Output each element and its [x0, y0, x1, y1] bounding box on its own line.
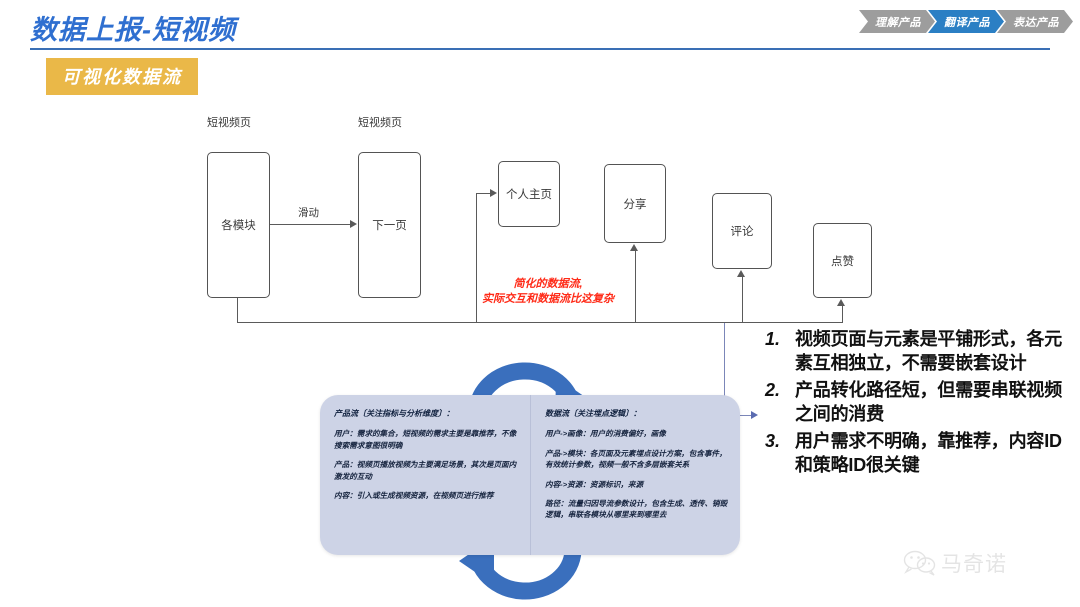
flow-node-share[interactable]: 分享 [604, 164, 666, 243]
nav-chevron-understand[interactable]: 理解产品 [859, 10, 935, 33]
flow-column-label-2: 短视频页 [358, 117, 402, 129]
flow-node-modules-label: 各模块 [221, 220, 256, 232]
flow-arrow-modules-to-next [350, 220, 357, 228]
flow-arrow-profile [490, 189, 497, 197]
flow-arrow-like [837, 299, 845, 306]
flow-bus-line [237, 322, 843, 324]
flow-riser-profile [476, 194, 478, 323]
insight-item-1: 1. 视频页面与元素是平铺形式，各元素互相独立，不需要嵌套设计 [765, 327, 1077, 376]
insight-index-2: 2. [765, 379, 781, 400]
flow-red-annotation-line1: 简化的数据流, [513, 278, 583, 290]
insight-item-2: 2. 产品转化路径短，但需要串联视频之间的消费 [765, 378, 1077, 427]
insight-text-2: 产品转化路径短，但需要串联视频之间的消费 [795, 379, 1062, 425]
flow-node-share-label: 分享 [623, 198, 647, 211]
watermark-text: 马奇诺 [941, 553, 1007, 576]
flow-node-profile[interactable]: 个人主页 [498, 161, 560, 227]
data-flow-para-4: 路径：流量归因导流参数设计，包含生成、透传、销毁逻辑，串联各模块从哪里来到哪里去 [545, 498, 728, 520]
flow-riser-comment [742, 277, 744, 323]
flow-edge-label-swipe: 滑动 [298, 207, 319, 219]
insight-item-3: 3. 用户需求不明确，靠推荐，内容ID和策略ID很关键 [765, 429, 1077, 478]
cycle-card-left-panel: 产品流〔关注指标与分析维度〕： 用户：需求的集合，短视频的需求主要是靠推荐，不像… [320, 395, 530, 555]
flow-node-comment[interactable]: 评论 [712, 193, 772, 269]
flow-node-like-label: 点赞 [831, 255, 854, 268]
insight-text-3: 用户需求不明确，靠推荐，内容ID和策略ID很关键 [795, 430, 1062, 476]
insight-pointer-vertical [724, 323, 726, 416]
flow-riser-share [635, 251, 637, 323]
data-flow-heading: 数据流〔关注埋点逻辑〕： [545, 409, 641, 418]
flow-bus-riser-modules [237, 298, 239, 323]
page-title: 数据上报-短视频 [30, 15, 236, 45]
product-flow-para-1: 用户：需求的集合，短视频的需求主要是靠推荐，不像搜索需求意图很明确 [334, 429, 517, 450]
data-flow-para-3: 内容->资源：资源标识，来源 [545, 479, 644, 489]
flow-arrow-comment [737, 270, 745, 277]
chevron-nav: 理解产品 翻译产品 表达产品 [859, 10, 1066, 33]
flow-node-profile-label: 个人主页 [506, 189, 552, 201]
watermark: 马奇诺 [903, 548, 1007, 578]
flow-edge-modules-to-next [270, 224, 350, 226]
insight-index-3: 3. [765, 430, 781, 451]
nav-chevron-express[interactable]: 表达产品 [997, 10, 1073, 33]
section-badge: 可视化数据流 [46, 58, 198, 95]
flow-node-next-page[interactable]: 下一页 [358, 152, 421, 298]
product-flow-para-3: 内容：引入或生成视频资源，在视频页进行推荐 [334, 490, 494, 500]
flow-connector-profile [476, 193, 492, 195]
product-flow-heading: 产品流〔关注指标与分析维度〕： [334, 409, 454, 418]
flow-node-like[interactable]: 点赞 [813, 223, 872, 298]
insight-text-1: 视频页面与元素是平铺形式，各元素互相独立，不需要嵌套设计 [795, 329, 1062, 374]
nav-chevron-translate[interactable]: 翻译产品 [928, 10, 1004, 33]
flow-node-modules[interactable]: 各模块 [207, 152, 270, 298]
flow-riser-like [842, 306, 844, 323]
product-flow-para-2: 产品：视频页播放视频为主要满足场景，其次是页面内激发的互动 [334, 460, 517, 481]
wechat-icon [903, 550, 936, 576]
cycle-card-right-panel: 数据流〔关注埋点逻辑〕： 用户->画像：用户的消费偏好，画像 产品->模块：各页… [530, 395, 740, 555]
flow-arrow-share [630, 244, 638, 251]
flow-node-next-page-label: 下一页 [372, 220, 407, 232]
flow-node-comment-label: 评论 [730, 226, 754, 238]
insight-pointer-arrow-icon [751, 411, 758, 419]
title-divider [30, 48, 1050, 50]
data-flow-para-1: 用户->画像：用户的消费偏好，画像 [545, 429, 666, 439]
flow-red-annotation-line2: 实际交互和数据流比这复杂 [482, 292, 614, 305]
cycle-card: 产品流〔关注指标与分析维度〕： 用户：需求的集合，短视频的需求主要是靠推荐，不像… [320, 395, 740, 555]
data-flow-para-2: 产品->模块：各页面及元素埋点设计方案，包含事件，有效统计参数，视频一般不含多层… [545, 448, 727, 470]
insight-list: 1. 视频页面与元素是平铺形式，各元素互相独立，不需要嵌套设计 2. 产品转化路… [765, 327, 1077, 480]
flow-column-label-1: 短视频页 [207, 117, 251, 129]
insight-index-1: 1. [765, 329, 781, 349]
flow-red-annotation: 简化的数据流, 实际交互和数据流比这复杂 [463, 277, 633, 307]
